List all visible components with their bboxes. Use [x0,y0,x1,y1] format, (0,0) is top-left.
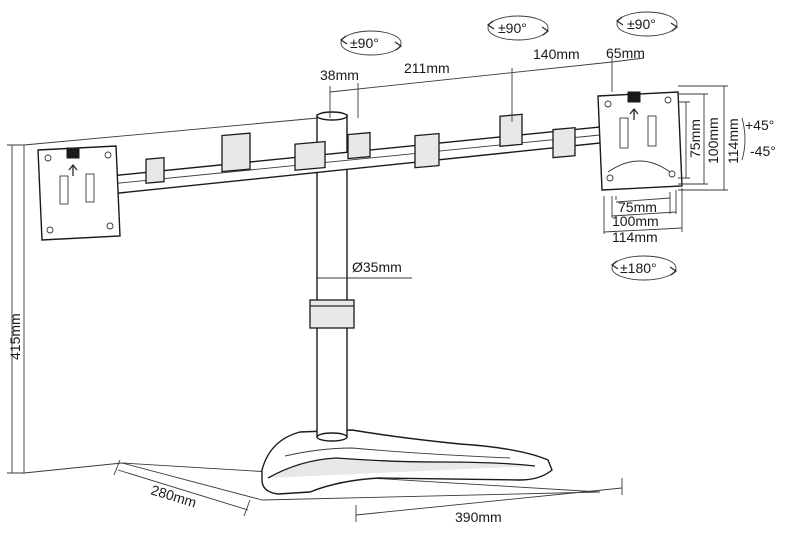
rotation-badge-right [615,11,679,37]
tilt-up-label: +45° [745,117,774,133]
arm-segment-label: 140mm [533,46,580,62]
height-dimension [7,144,24,474]
vesa-114-v-label: 114mm [725,118,741,164]
head-offset-label: 65mm [606,45,645,61]
arm-length-dimension [329,56,645,122]
tilt-arc [741,117,746,161]
vesa-100-h-label: 100mm [612,213,659,229]
base-width-dimension [355,478,623,522]
rotation-right-label: ±90° [627,16,656,32]
pole-offset-label: 38mm [320,67,359,83]
height-label: 415mm [7,313,23,360]
base-depth-label: 280mm [149,482,198,511]
rotation-head-label: ±180° [620,260,657,276]
rotation-badge-head [610,255,678,281]
arm-length-label: 211mm [404,60,450,76]
rotation-badge-mid [486,15,550,41]
stand-base [261,429,553,495]
pole-diameter-label: Ø35mm [352,259,402,275]
left-vesa-plate [37,145,121,241]
rotation-mid-label: ±90° [498,20,527,36]
arm-bar [109,113,611,195]
tilt-down-label: -45° [750,143,776,159]
vesa-horizontal-dimensions [603,188,683,234]
vesa-114-h-label: 114mm [612,229,658,245]
vesa-vertical-dimensions [678,85,728,191]
vesa-100-v-label: 100mm [705,117,721,164]
vesa-75-h-label: 75mm [618,199,657,215]
base-width-label: 390mm [455,509,502,525]
vesa-75-v-label: 75mm [687,119,703,158]
base-depth-dimension [113,459,251,517]
right-vesa-plate [597,91,683,191]
rotation-left-label: ±90° [350,35,379,51]
rotation-badge-left [339,30,403,56]
